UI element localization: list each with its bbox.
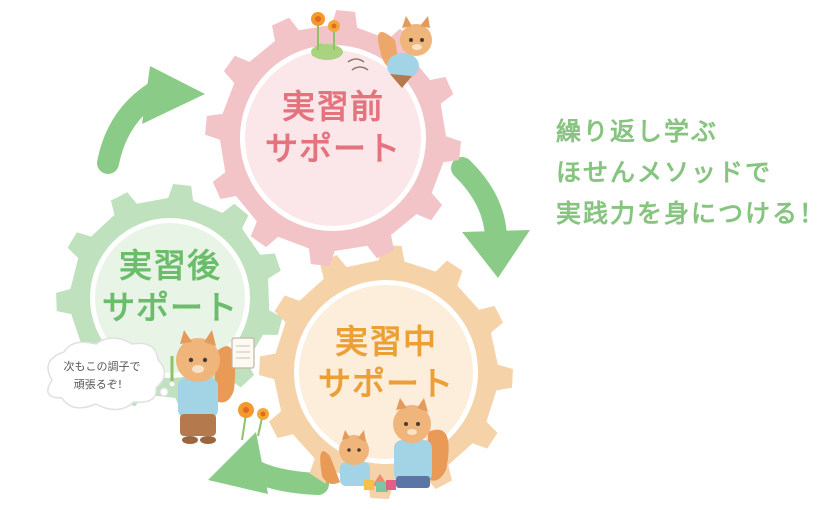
gear-during-center [299, 285, 473, 459]
gear-after-center [95, 223, 245, 373]
gear-during-label-line1: 実習中 [335, 322, 437, 361]
building-blocks-icon [364, 474, 396, 492]
gear-during-support [259, 245, 513, 499]
tagline-line-3: 実践力を身につける！ [556, 199, 826, 228]
speech-bubble-line-2: 頑張るぞ! [74, 378, 122, 391]
gear-after-label-line1: 実習後 [119, 246, 221, 285]
cycle-arrows [97, 66, 530, 495]
tagline-line-2: ほせんメソッドで [556, 158, 772, 187]
tagline: 繰り返し学ぶ ほせんメソッドで 実践力を身につける！ [556, 117, 826, 228]
squirrel-icon [347, 16, 432, 88]
squirrel-icon [320, 430, 370, 486]
flower-icon [238, 402, 269, 441]
tagline-line-1: 繰り返し学ぶ [556, 117, 718, 146]
speech-bubble: 次もこの調子で 頑張るぞ! [47, 337, 175, 411]
arrow-after-to-before [97, 66, 205, 174]
squirrel-icon [170, 330, 236, 444]
gear-before-label-line1: 実習前 [282, 87, 384, 126]
gear-before-center [245, 50, 421, 226]
flower-icon [311, 12, 343, 60]
gear-before-support [205, 10, 461, 266]
speech-bubble-line-1: 次もこの調子で [64, 359, 141, 373]
gear-after-label-line2: サポート [102, 288, 238, 327]
squirrel-icon [393, 398, 449, 488]
clipboard-icon [231, 337, 255, 369]
arrow-during-to-after [208, 432, 329, 495]
gear-during-label-line2: サポート [318, 364, 454, 403]
arrow-before-to-during [451, 157, 530, 278]
gear-before-label-line2: サポート [265, 129, 401, 168]
